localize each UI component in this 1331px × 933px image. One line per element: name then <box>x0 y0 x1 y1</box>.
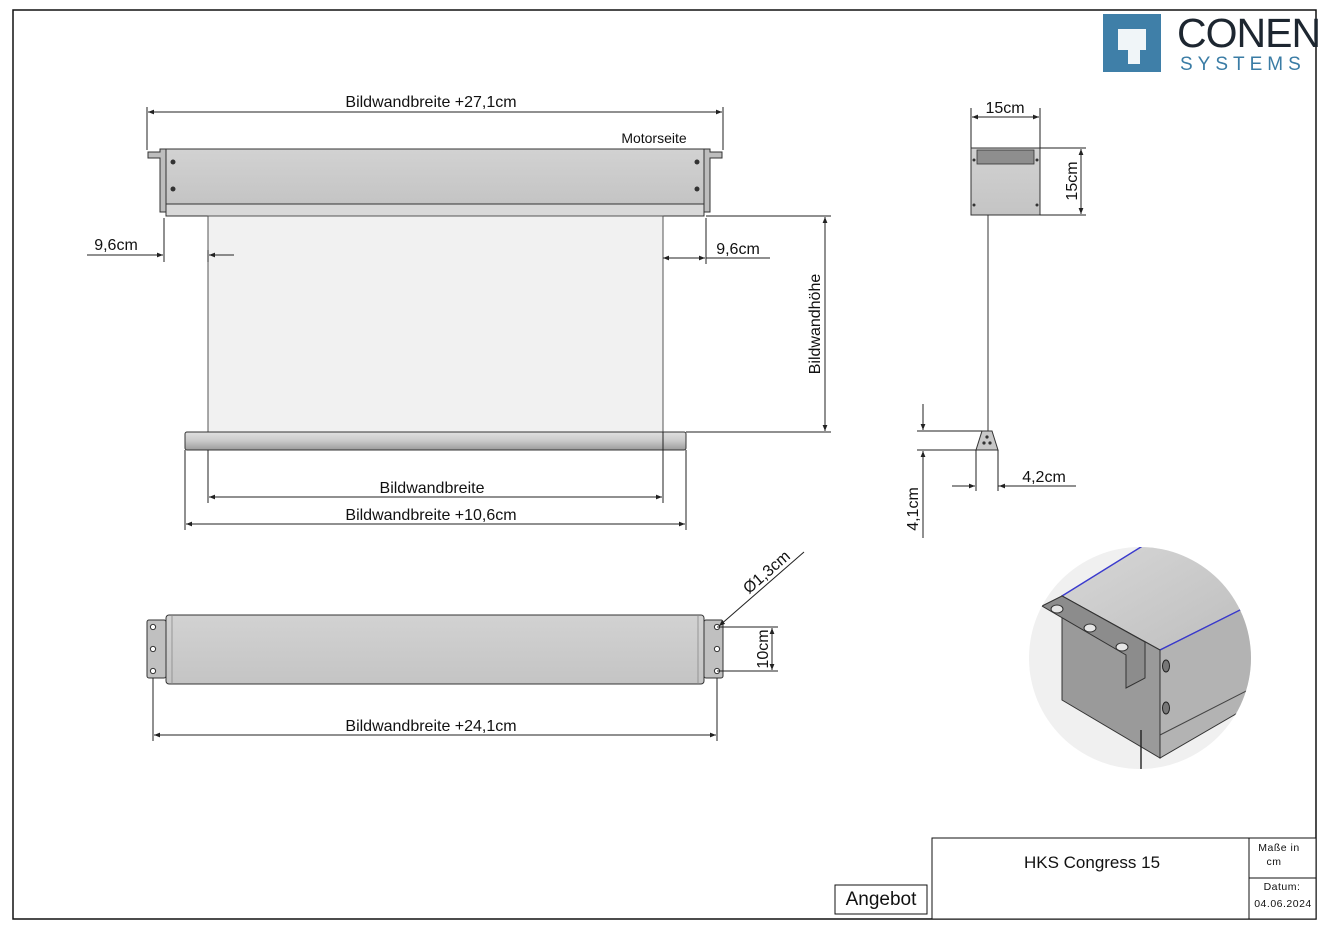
hole-diameter-label: Ø1,3cm <box>740 548 793 598</box>
units-value: cm <box>1267 856 1282 868</box>
date-label: Datum: <box>1264 881 1301 893</box>
weight-width-label: 4,2cm <box>1022 469 1066 486</box>
screen-housing <box>165 148 705 205</box>
front-view: Bildwandbreite +27,1cm Motorseite 9,6cm … <box>87 94 831 530</box>
left-offset-label: 9,6cm <box>94 237 138 254</box>
drawing-frame <box>12 9 1317 920</box>
offer-stamp-label: Angebot <box>846 889 918 910</box>
screen-width-label: Bildwandbreite <box>380 480 485 497</box>
bottom-bar <box>184 431 687 451</box>
units-label: Maße in <box>1258 842 1299 854</box>
title-block: HKS Congress 15 Maße in cm Datum: 04.06.… <box>834 837 1317 920</box>
weight-height-label: 4,1cm <box>905 487 922 531</box>
right-offset-label: 9,6cm <box>716 241 760 258</box>
mount-depth-label: 10cm <box>755 629 772 668</box>
offer-stamp <box>834 884 928 915</box>
bar-width-label: Bildwandbreite +10,6cm <box>345 507 516 524</box>
side-view: 15cm 15cm 4,1cm 4,2cm <box>905 100 1086 538</box>
top-view: Ø1,3cm 10cm Bildwandbreite +24,1cm <box>146 548 805 741</box>
top-width-dimension-label: Bildwandbreite +24,1cm <box>345 718 516 735</box>
isometric-detail <box>1029 547 1251 769</box>
logo-name: CONEN <box>1177 10 1320 56</box>
screen-height-label: Bildwandhöhe <box>807 274 824 375</box>
top-width-label: Bildwandbreite +27,1cm <box>345 94 516 111</box>
logo-subtitle: SYSTEMS <box>1180 54 1306 75</box>
side-width-label: 15cm <box>985 100 1024 117</box>
product-title: HKS Congress 15 <box>1024 853 1160 872</box>
date-value: 04.06.2024 <box>1254 898 1312 910</box>
conen-logo: CONEN SYSTEMS <box>1103 10 1321 75</box>
side-height-label: 15cm <box>1064 161 1081 200</box>
motor-side-label: Motorseite <box>621 130 687 146</box>
projection-screen <box>207 215 664 433</box>
housing-top <box>165 614 705 685</box>
bottom-bar-profile <box>975 430 999 451</box>
